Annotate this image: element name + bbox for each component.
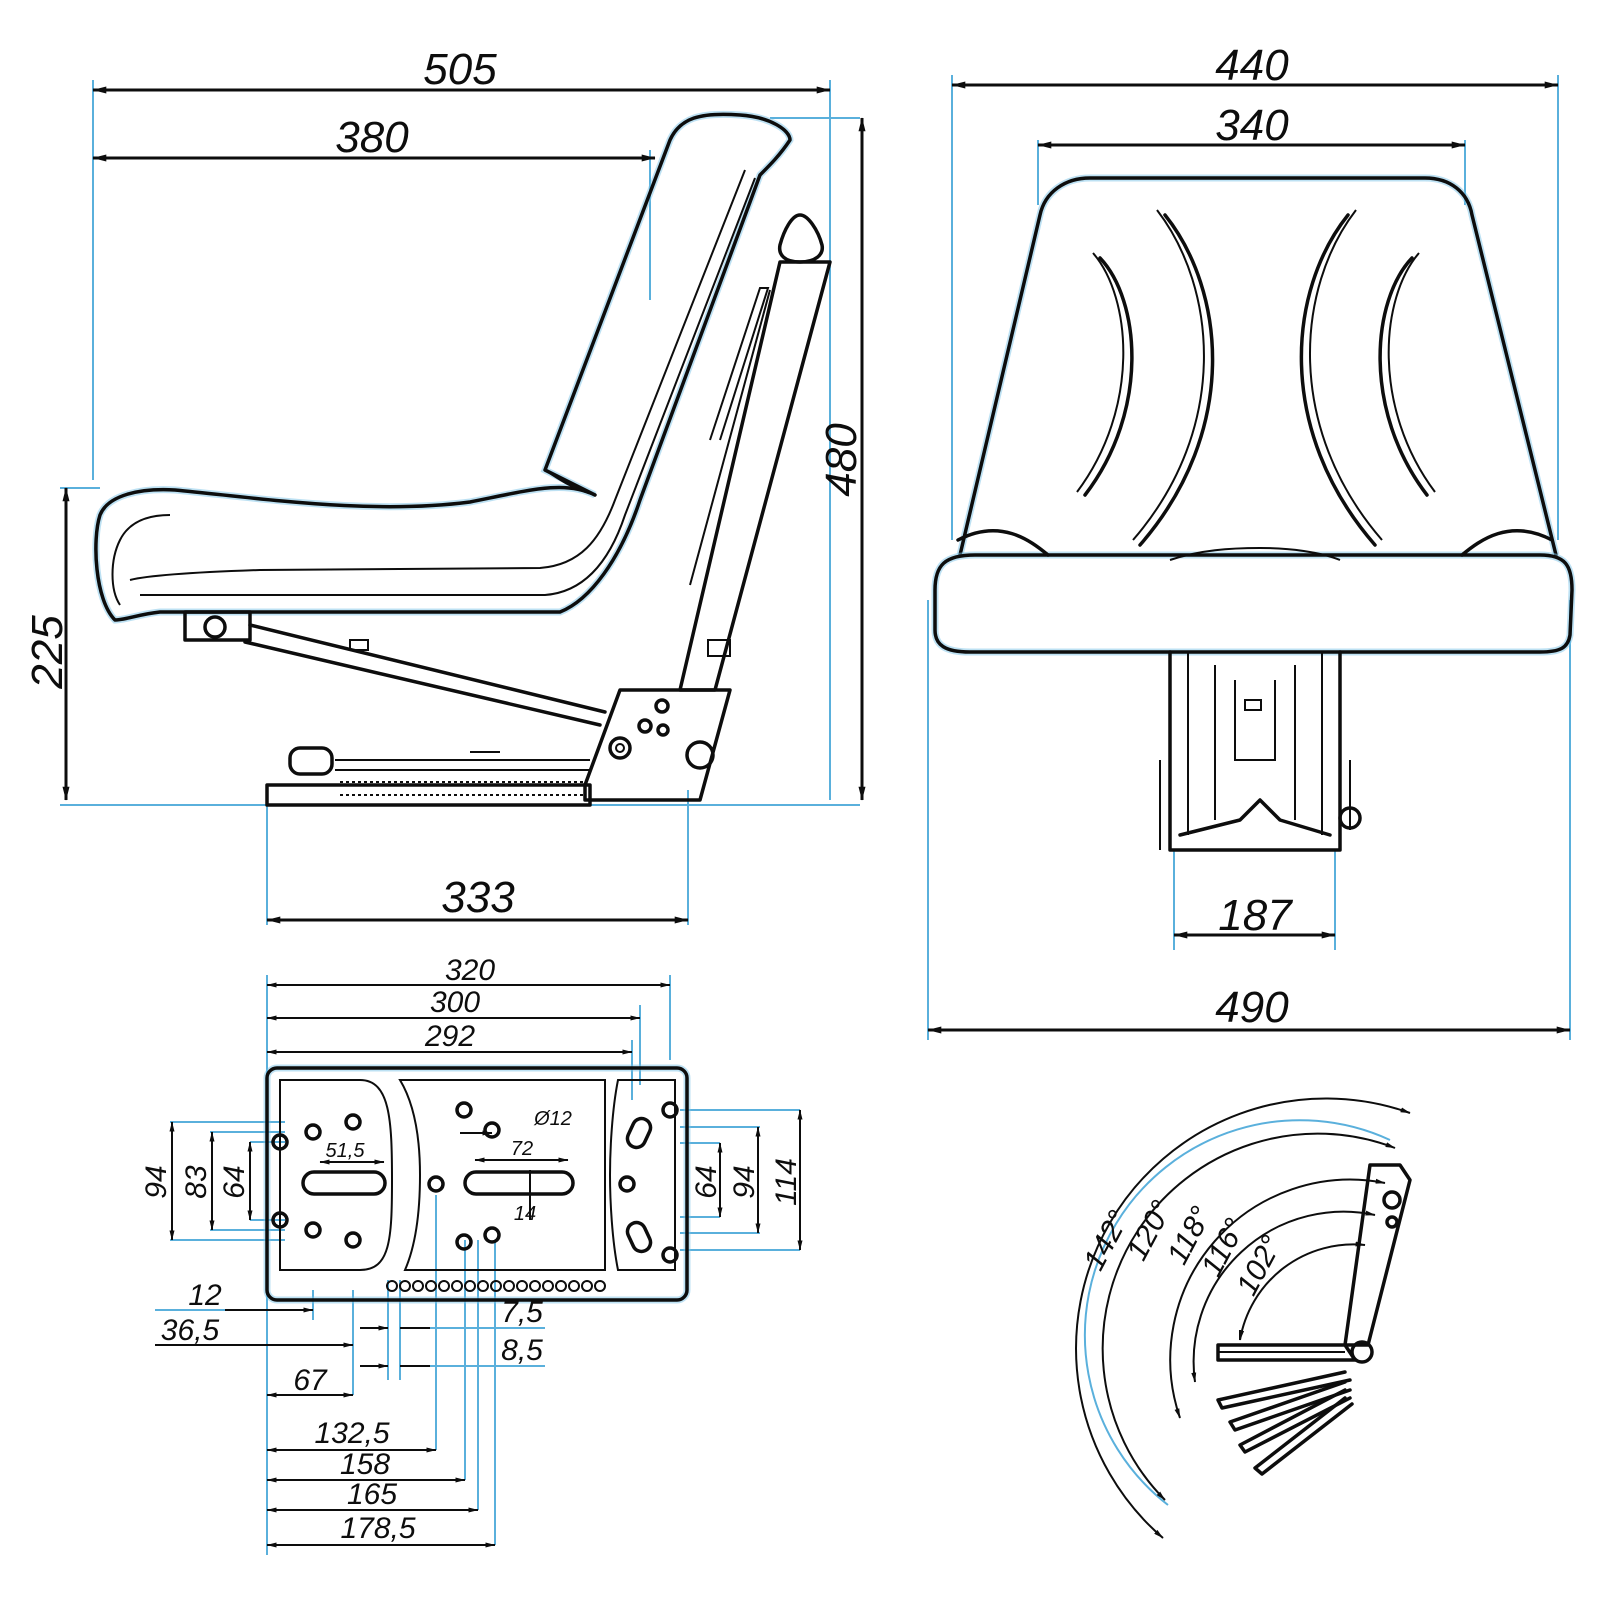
dim-67-label: 67 — [293, 1364, 328, 1397]
dim-right-114-label: 114 — [770, 1158, 803, 1206]
front-view-dimension-lines — [927, 81, 1571, 1034]
mounting-plate-view: 320 300 292 Ø12 51,5 72 14 94 83 64 64 9… — [140, 954, 803, 1555]
dim-right-94-label: 94 — [728, 1165, 761, 1198]
plate-dimension-lines — [155, 982, 803, 1548]
side-view: 505 380 480 225 333 — [23, 45, 866, 925]
front-view-extension-lines — [927, 75, 1571, 1040]
dim-7-5-label: 7,5 — [501, 1296, 543, 1329]
front-suspension — [1159, 650, 1362, 852]
dim-left-64-label: 64 — [218, 1165, 251, 1198]
angle-seat-mechanism — [1216, 1163, 1412, 1476]
dim-51-5-label: 51,5 — [326, 1140, 366, 1162]
front-backrest — [956, 174, 1560, 557]
dim-8-5-label: 8,5 — [501, 1334, 543, 1367]
dim-490-label: 490 — [1215, 983, 1289, 1032]
dim-178-5-label: 178,5 — [340, 1512, 415, 1545]
front-view: 440 340 187 490 — [927, 41, 1576, 1040]
adjustment-holes-row — [386, 1280, 606, 1292]
dim-292-label: 292 — [424, 1020, 475, 1053]
dim-440-label: 440 — [1215, 41, 1289, 90]
dim-225-label: 225 — [23, 615, 72, 690]
side-slide-rail — [265, 746, 592, 807]
angle-arcs — [1075, 1097, 1411, 1539]
dim-14-label: 14 — [514, 1203, 536, 1225]
dim-505-label: 505 — [423, 45, 497, 94]
side-frame — [583, 213, 832, 802]
dim-right-64-label: 64 — [690, 1165, 723, 1198]
side-view-dimension-lines — [62, 86, 866, 924]
front-seat-cushion — [931, 529, 1576, 656]
side-seat-outline — [92, 110, 794, 624]
dim-380-label: 380 — [335, 113, 409, 162]
dim-left-83-label: 83 — [180, 1165, 213, 1199]
dim-320-label: 320 — [445, 954, 495, 987]
dim-12-label: 12 — [188, 1279, 222, 1312]
dim-340-label: 340 — [1215, 101, 1289, 150]
dim-36-5-label: 36,5 — [161, 1314, 220, 1347]
dim-165-label: 165 — [347, 1478, 397, 1511]
dim-333-label: 333 — [441, 873, 515, 922]
backrest-angle-view: 142° 120° 118° 116° 102° — [1075, 1097, 1412, 1539]
dim-300-label: 300 — [430, 986, 480, 1019]
side-support-arm — [183, 610, 607, 727]
dim-480-label: 480 — [817, 423, 866, 497]
mounting-holes — [271, 1101, 679, 1264]
dim-187-label: 187 — [1218, 891, 1293, 940]
dim-left-94-label: 94 — [140, 1165, 173, 1198]
dim-132-5-label: 132,5 — [314, 1417, 389, 1450]
dim-hole-diameter-label: Ø12 — [533, 1108, 572, 1130]
plate-extension-lines — [155, 975, 800, 1555]
mounting-plate — [263, 1064, 691, 1304]
dim-72-label: 72 — [511, 1138, 533, 1160]
dim-158-label: 158 — [340, 1448, 390, 1481]
